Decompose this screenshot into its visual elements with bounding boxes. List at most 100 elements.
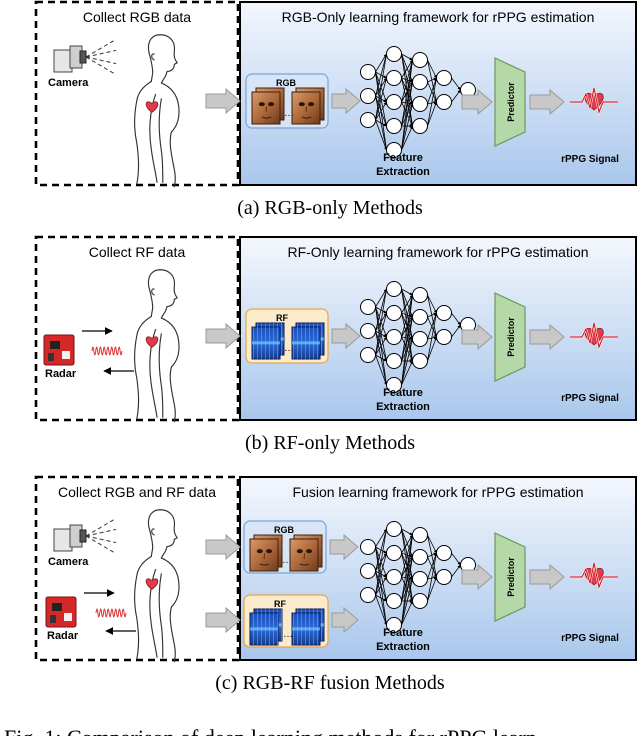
camera-fov-line — [85, 56, 117, 65]
network-edge — [427, 336, 437, 362]
network-edge — [427, 576, 437, 602]
network-edge — [401, 528, 413, 536]
network-edge — [401, 556, 414, 626]
person-arm — [158, 333, 164, 418]
flow-arrow — [205, 322, 241, 350]
face-eye — [298, 102, 305, 107]
network-edge — [451, 89, 461, 103]
person-outline — [155, 34, 178, 84]
predictor-block: Predictor — [494, 57, 526, 147]
camera-label: Camera — [48, 556, 89, 568]
network-edge — [427, 294, 437, 314]
network-node — [360, 563, 376, 579]
radar-label: Radar — [45, 368, 77, 380]
flow-arrow — [205, 87, 241, 115]
predictor-shape — [494, 292, 526, 382]
network-node — [412, 331, 428, 347]
collect-title: Collect RF data — [89, 244, 186, 260]
heartbeat-line — [570, 322, 618, 350]
rf-frame — [251, 326, 281, 360]
radar-icon: Radar — [45, 596, 79, 642]
framework-title: RGB-Only learning framework for rPPG est… — [282, 9, 595, 25]
network-edge — [451, 552, 461, 566]
network-edge — [401, 288, 413, 296]
network-edge — [375, 119, 387, 127]
rf-wave — [91, 346, 123, 356]
face-frame — [249, 538, 279, 572]
network-node — [386, 329, 402, 345]
panel-caption: (c) RGB-RF fusion Methods — [215, 672, 445, 694]
rgb-input-box: RGB… — [245, 73, 329, 129]
network-edge — [375, 594, 387, 602]
rf-input-box: RF… — [243, 594, 329, 648]
input-box-label: RGB — [276, 78, 297, 88]
network-edge — [427, 101, 437, 127]
network-node — [386, 569, 402, 585]
input-box-ellipsis: … — [283, 629, 293, 640]
network-edge — [375, 119, 388, 151]
network-edge — [375, 53, 388, 97]
feature-label: Feature — [383, 627, 423, 639]
face-nose — [303, 553, 306, 559]
network-node — [412, 74, 428, 90]
radar-chip — [64, 613, 72, 621]
flow-arrow — [529, 323, 565, 351]
network-edge — [375, 576, 387, 596]
camera-fov-line — [85, 528, 117, 537]
network-node — [360, 323, 376, 339]
network-edge — [401, 59, 414, 127]
face-nose — [305, 106, 308, 112]
network-edge — [375, 552, 388, 596]
camera-label: Camera — [48, 77, 89, 89]
network-edge — [427, 312, 438, 362]
radar-chip — [62, 351, 70, 359]
network-edge — [451, 77, 461, 91]
network-edge — [401, 578, 414, 626]
radar-chip — [48, 353, 54, 361]
face-eye — [296, 549, 303, 554]
feature-label: Feature — [383, 152, 423, 164]
flow-arrow — [529, 563, 565, 591]
person-arm — [158, 573, 164, 658]
radar-label: Radar — [47, 630, 79, 642]
network-node — [386, 377, 402, 393]
network-edge — [375, 312, 388, 356]
network-node — [386, 305, 402, 321]
face-eye — [268, 102, 275, 107]
camera-fov-line — [85, 49, 117, 58]
person-front — [160, 317, 180, 423]
face-eye — [266, 549, 273, 554]
network-node — [436, 545, 452, 561]
framework-title: Fusion learning framework for rPPG estim… — [293, 484, 584, 500]
network-node — [412, 287, 428, 303]
network-edge — [401, 81, 414, 151]
flow-arrow — [331, 87, 361, 115]
network-edge — [375, 336, 387, 356]
flow-arrow — [461, 323, 493, 351]
figure-caption: Fig. 1: Comparison of deep learning meth… — [4, 725, 537, 736]
person-outline — [147, 269, 157, 318]
flow-arrow — [205, 606, 241, 634]
person-back — [134, 315, 152, 420]
network-edge — [375, 594, 388, 626]
rf-frame-band — [292, 627, 320, 631]
camera-body — [53, 528, 73, 552]
network-edge — [401, 534, 414, 578]
flow-arrow — [205, 533, 241, 561]
flow-arrow — [331, 322, 361, 350]
face-nose — [263, 553, 266, 559]
rf-frame — [249, 612, 279, 646]
chest-heart — [145, 578, 159, 590]
person-outline — [155, 269, 178, 319]
network-node — [360, 112, 376, 128]
input-box-ellipsis: … — [284, 343, 294, 354]
face-nose — [265, 106, 268, 112]
network-edge — [401, 360, 413, 386]
network-node — [412, 593, 428, 609]
network-edge — [375, 101, 387, 121]
camera-lens — [79, 50, 87, 64]
heartbeat-line — [570, 87, 618, 115]
person-outline — [155, 509, 178, 559]
